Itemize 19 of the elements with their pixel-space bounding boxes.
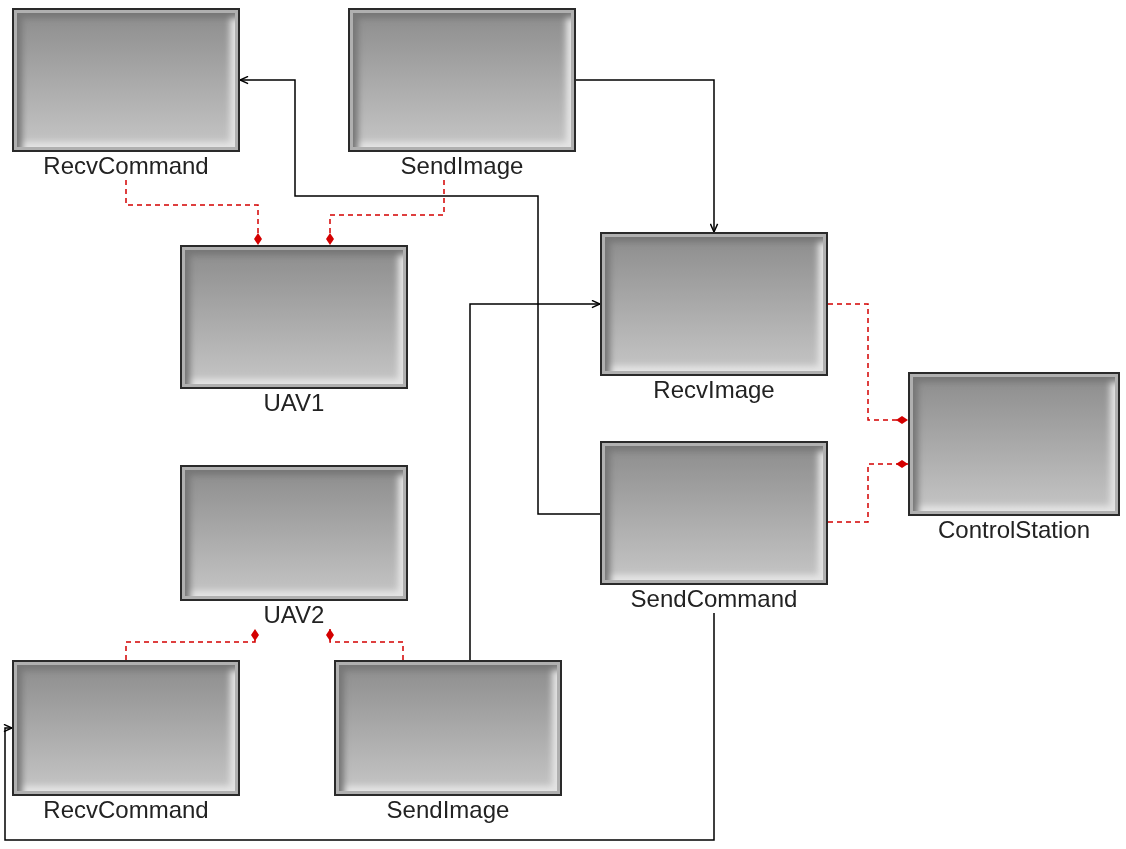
dashed-connector [326,179,445,246]
dashed-connector [827,303,909,424]
arrow [3,612,715,841]
arrow [575,79,719,233]
node-label: SendCommand [629,586,799,612]
node-label: ControlStation [936,517,1092,543]
node-label: RecvCommand [42,797,210,823]
dashed-connector [326,628,404,661]
node-label: SendImage [385,797,511,823]
dashed-connector [125,179,262,246]
node-label: RecvImage [652,377,776,403]
node-label: UAV2 [262,602,326,628]
arrow [239,75,601,515]
dashed-connector [125,628,259,661]
node-label: SendImage [399,153,525,179]
node-label: RecvCommand [42,153,210,179]
dashed-connector [827,460,909,523]
arrow [469,299,601,661]
node-label: UAV1 [262,390,326,416]
